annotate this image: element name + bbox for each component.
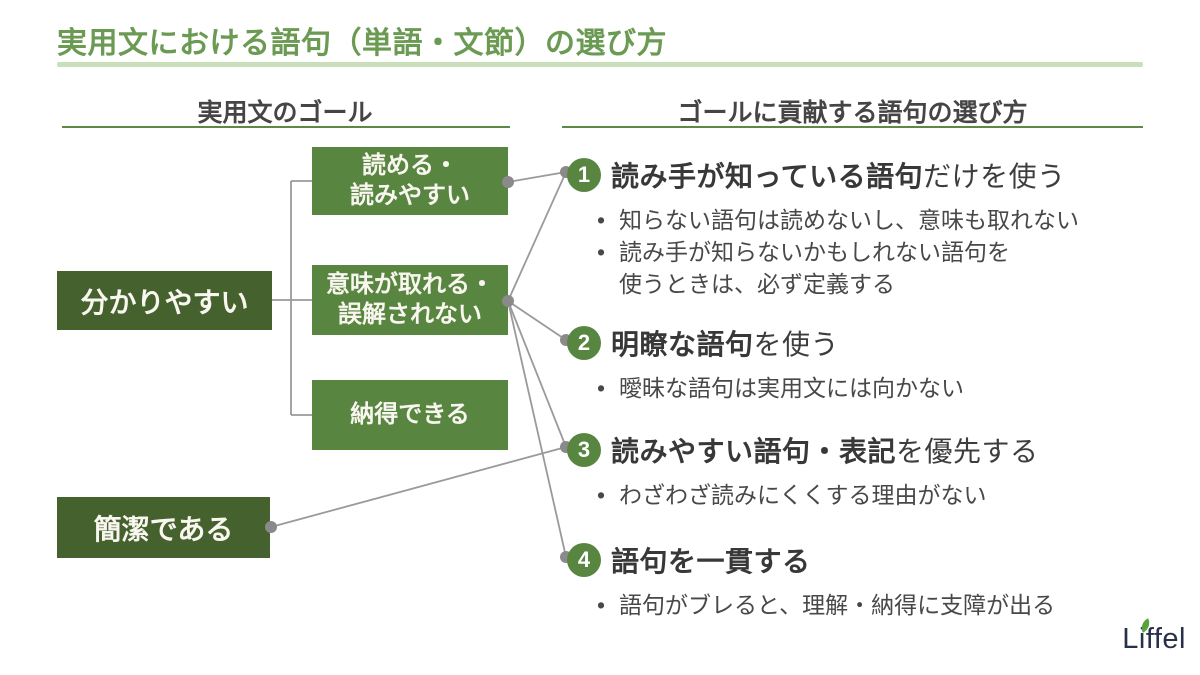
left-column-underline [62,126,510,128]
method-title: 読みやすい語句・表記を優先する [611,436,1039,467]
goal-box-label: 分かりやすい [80,286,249,318]
method-bullets: •曖昧な語句は実用文には向かない [597,372,1167,404]
bullet-marker: • [597,592,606,618]
method-bullets: •語句がブレると、理解・納得に支障が出る [597,589,1167,621]
subgoal-label: 納得できる [350,401,470,428]
method-number-badge: 4 [567,543,601,577]
goal-box-kanketsu: 簡潔である [57,497,270,558]
bullet-line: •わざわざ読みにくくする理由がない [597,479,1167,511]
subgoal-box-yomeru: 読める・ 読みやすい [312,147,508,215]
method-number-badge: 2 [567,326,601,360]
bullet-line-continuation: 使うときは、必ず定義する [619,271,895,297]
method-bullets: •知らない語句は読めないし、意味も取れない •読み手が知らないかもしれない語句を… [597,204,1167,300]
method-number-badge: 3 [567,433,601,467]
goal-box-wakariyasui: 分かりやすい [57,271,272,330]
relation-lines [270,171,567,558]
bullet-line: •曖昧な語句は実用文には向かない [597,372,1167,404]
method-bullets: •わざわざ読みにくくする理由がない [597,479,1167,511]
method-number-badge: 1 [567,158,601,192]
left-column-header: 実用文のゴール [197,99,373,127]
right-column-header: ゴールに貢献する語句の選び方 [677,99,1028,127]
method-item-4: 4 語句を一貫する •語句がブレると、理解・納得に支障が出る [567,540,1167,621]
method-title: 読み手が知っている語句だけを使う [611,161,1066,192]
bullet-marker: • [597,375,606,401]
subgoal-box-nattoku: 納得できる [312,380,508,450]
subgoal-label-line1: 意味が取れる・ [326,271,494,298]
subgoal-box-imi: 意味が取れる・ 誤解されない [312,265,508,335]
subgoal-label-line2: 読みやすい [350,182,470,209]
logo-text: Liffel [1122,623,1186,655]
bullet-marker: • [597,207,606,233]
liffel-logo: Liffel [1122,618,1186,656]
method-item-2: 2 明瞭な語句を使う •曖昧な語句は実用文には向かない [567,323,1167,404]
method-item-3: 3 読みやすい語句・表記を優先する •わざわざ読みにくくする理由がない [567,430,1167,511]
page-title: 実用文における語句（単語・文節）の選び方 [57,27,667,60]
bullet-line: •知らない語句は読めないし、意味も取れない [597,204,1167,236]
method-item-1: 1 読み手が知っている語句だけを使う •知らない語句は読めないし、意味も取れない… [567,155,1167,300]
right-column-underline [562,126,1143,128]
method-title: 明瞭な語句を使う [611,329,840,360]
bullet-marker: • [597,482,606,508]
bracket-lines [272,180,312,416]
bullet-line: •読み手が知らないかもしれない語句を [597,236,1167,268]
subgoal-label-line1: 読める・ [362,152,458,179]
method-title: 語句を一貫する [611,546,811,577]
bullet-line: •語句がブレると、理解・納得に支障が出る [597,589,1167,621]
subgoal-label-line2: 誤解されない [338,301,482,328]
goal-box-label: 簡潔である [93,513,234,545]
junction-dots [265,166,572,563]
bullet-marker: • [597,239,606,265]
title-underline [57,62,1143,67]
